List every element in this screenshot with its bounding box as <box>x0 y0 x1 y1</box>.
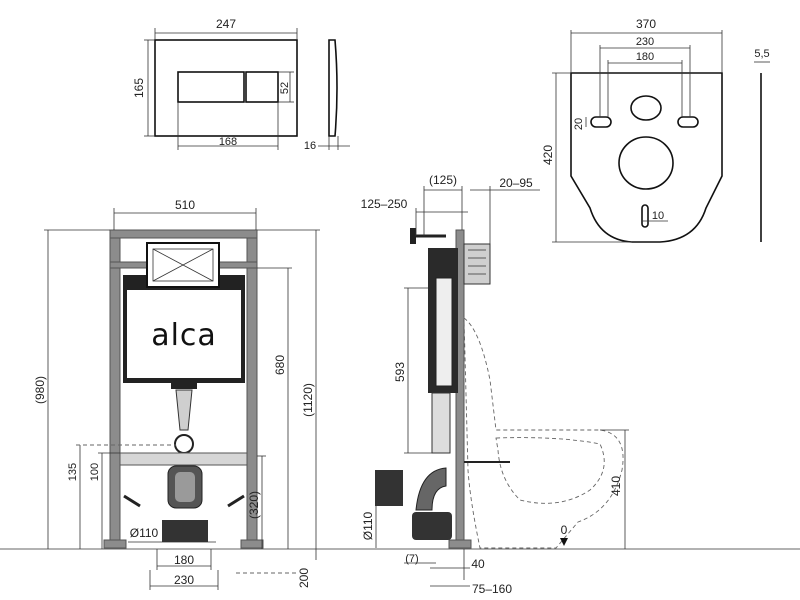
brand-logo: alca <box>151 318 217 353</box>
sound-pad-slot-right <box>677 116 699 128</box>
sound-pad-bottom-slot <box>641 204 649 228</box>
flush-pipe <box>175 389 193 431</box>
dim-side-pipe: Ø110 <box>361 511 375 540</box>
dim-floor-zero: 0 <box>561 523 568 537</box>
sound-pad-lower-hole <box>618 136 674 190</box>
flush-plate-view: 247 165 52 168 16 <box>132 17 350 152</box>
dim-button-width: 168 <box>219 136 237 148</box>
dim-frame-width: 510 <box>175 198 195 212</box>
dim-pad-width: 370 <box>636 17 656 31</box>
dim-side-top-125: (125) <box>429 173 457 187</box>
dim-height-135: 135 <box>67 463 79 481</box>
dim-side-range-125-250: 125–250 <box>361 197 408 211</box>
dim-pad-outer-spacing: 230 <box>636 36 654 48</box>
side-view: (125) 125–250 20–95 593 Ø110 410 0 (7) 4… <box>361 173 629 596</box>
dim-side-offset-40: 40 <box>471 557 485 571</box>
flush-plate-outline <box>154 39 298 137</box>
toilet-bowl-outline <box>463 317 624 549</box>
frame-top-bar <box>109 229 258 239</box>
frame-lower-bar <box>119 452 248 466</box>
dim-side-tank: 593 <box>393 362 407 382</box>
sound-pad-slot-left <box>590 116 612 128</box>
floor-zero-marker <box>560 538 568 546</box>
dim-spacing-230: 230 <box>174 573 194 587</box>
dim-plate-width: 247 <box>216 17 236 31</box>
drain-pipe <box>162 520 208 542</box>
flush-button-left <box>177 71 245 103</box>
side-flush-pipe <box>431 392 451 454</box>
dim-total-height: (980) <box>33 376 47 404</box>
sound-pad-view: 370 230 180 420 20 10 5,5 <box>541 17 770 243</box>
dim-pad-bottom-slot: 10 <box>652 210 664 222</box>
dim-outlet-height: (320) <box>247 491 261 519</box>
dim-height-100: 100 <box>89 463 101 481</box>
side-drain-elbow <box>415 467 447 511</box>
sound-pad-outline <box>570 72 723 243</box>
inspection-opening-inner <box>152 248 214 282</box>
dim-button-height: 52 <box>279 82 291 94</box>
side-drain-socket <box>375 470 403 506</box>
dim-pad-height: 420 <box>541 145 555 165</box>
dim-side-seat-height: 410 <box>609 476 623 496</box>
flush-outlet <box>174 434 194 454</box>
dim-front-pipe: Ø110 <box>130 526 159 540</box>
dim-side-offset-7: (7) <box>405 553 418 565</box>
frame-left-post <box>109 229 121 549</box>
sound-pad-upper-hole <box>630 95 662 121</box>
side-frame-foot <box>448 539 472 549</box>
side-drain-pipe <box>412 512 452 540</box>
dim-pad-slot: 20 <box>573 118 585 130</box>
side-flush-plate-frame <box>463 243 491 285</box>
dim-side-range-20-95: 20–95 <box>499 176 533 190</box>
dim-total-height-max: (1120) <box>301 383 315 417</box>
flush-button-right <box>245 71 279 103</box>
frame-left-foot <box>103 539 127 549</box>
dim-tank-height: 680 <box>273 355 287 375</box>
front-view: alca 510 (980) (1120) 680 <box>0 198 800 590</box>
dim-plate-depth: 16 <box>304 140 316 152</box>
flush-plate-side-profile <box>328 39 338 137</box>
dim-pad-inner-spacing: 180 <box>636 51 654 63</box>
dim-depth-200: 200 <box>297 568 311 588</box>
cistern-label-panel <box>127 290 241 378</box>
dim-plate-height: 165 <box>132 78 146 98</box>
frame-right-foot <box>240 539 264 549</box>
dim-side-range-75-160: 75–160 <box>472 582 512 596</box>
dim-spacing-180: 180 <box>174 553 194 567</box>
dim-pad-thickness: 5,5 <box>754 48 769 60</box>
